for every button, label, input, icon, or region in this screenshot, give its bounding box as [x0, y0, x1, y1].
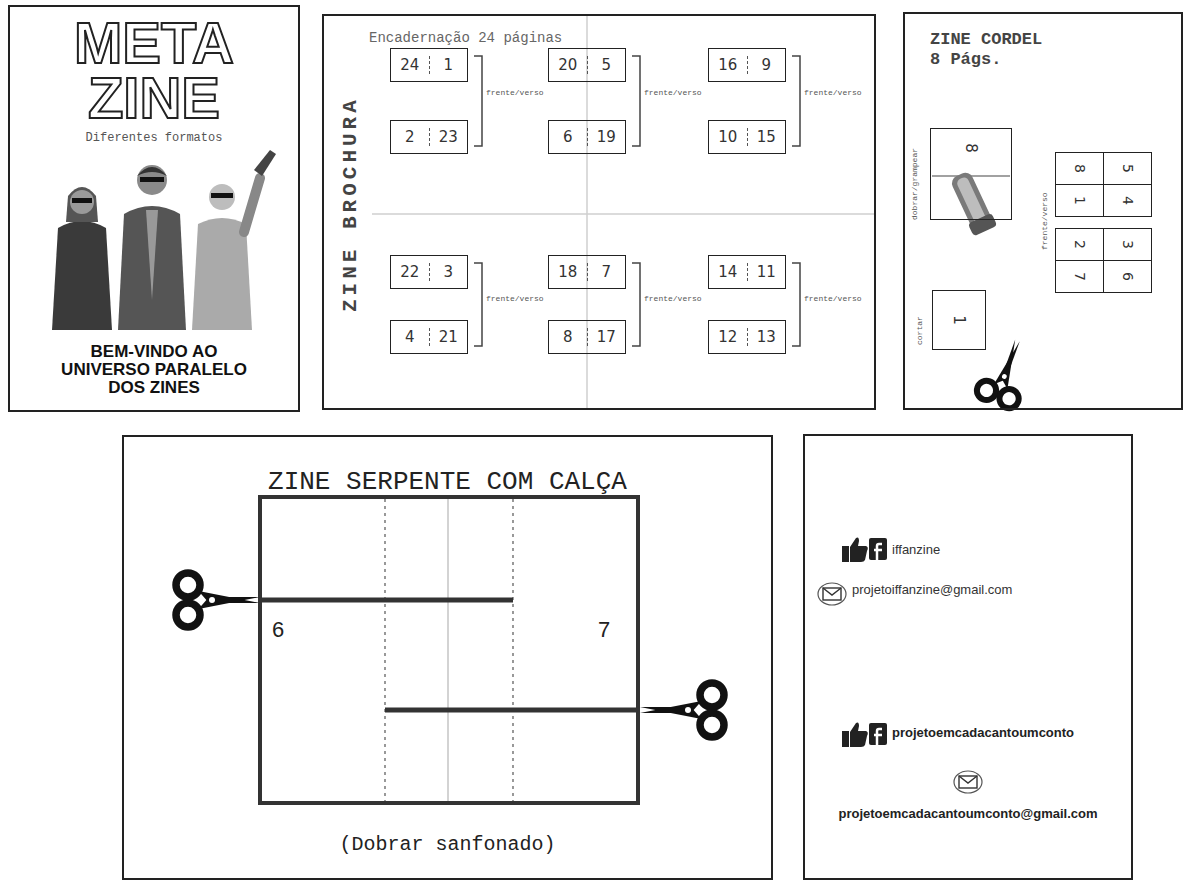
- page-number: 5: [588, 56, 626, 74]
- cover-title: META ZINE: [10, 15, 298, 125]
- grid-cell: 2: [1055, 228, 1104, 261]
- page-pair-box: 223: [390, 120, 468, 154]
- page-number: 6: [272, 617, 284, 643]
- cut-guides: [258, 499, 640, 801]
- page-pair-box: 421: [390, 320, 468, 354]
- page-number: 7: [598, 617, 610, 643]
- cover-subtitle: Diferentes formatos: [10, 131, 298, 145]
- page-number: 8: [962, 143, 980, 153]
- panel-heading: ZINE BROCHURA: [338, 96, 363, 312]
- page-number: 10: [709, 128, 748, 146]
- stapler-symbol: [948, 169, 998, 236]
- page-number: 8: [1071, 164, 1088, 173]
- page-number: 4: [391, 328, 430, 346]
- fold-note: frente/verso: [486, 88, 544, 98]
- grid-cell: 6: [1103, 260, 1152, 293]
- grid-cell: 3: [1103, 228, 1152, 261]
- page-number: 18: [549, 263, 588, 281]
- email-address: projetoemcadacantoumconto@gmail.com: [805, 806, 1131, 822]
- contact-panel: iffanzine projetoiffanzine@gmail.com proje…: [803, 434, 1133, 880]
- page-pair-box: 817: [548, 320, 626, 354]
- page-pair-box: 169: [708, 48, 786, 82]
- scissors-symbol: [640, 683, 724, 737]
- cut-page-box: 1: [932, 290, 986, 350]
- page-number: 19: [588, 128, 626, 146]
- email-address: projetoiffanzine@gmail.com: [852, 582, 1012, 598]
- fold-note: frente/verso: [804, 294, 862, 304]
- page-pair-box: 223: [390, 255, 468, 289]
- sheet-outline: 67: [258, 495, 640, 805]
- page-number: 7: [588, 263, 626, 281]
- grid-cell: 7: [1055, 260, 1104, 293]
- page-number: 11: [748, 263, 786, 281]
- page-number: 8: [549, 328, 588, 346]
- folded-page-box: 8: [930, 128, 1012, 220]
- page-number: 20: [549, 56, 588, 74]
- cover-panel: META ZINE Diferentes formatosBEM-VINDO AO…: [8, 5, 300, 412]
- grid-cell: 4: [1103, 184, 1152, 217]
- panel-heading: ZINE SERPENTE COM CALÇA: [124, 467, 771, 498]
- facebook-like-icon: [842, 722, 887, 747]
- page-number: 6: [549, 128, 588, 146]
- fold-note: frente/verso: [486, 294, 544, 304]
- fold-note: frente/verso: [644, 88, 702, 98]
- page-brackets: [474, 56, 800, 346]
- page-number: 6: [1119, 272, 1136, 281]
- page-number: 9: [748, 56, 786, 74]
- facebook-like-icon: [842, 537, 887, 562]
- page-number: 24: [391, 56, 430, 74]
- page-number: 4: [1119, 196, 1136, 205]
- vertical-instruction: frente/verso: [1040, 192, 1050, 250]
- vertical-instruction: cortar: [915, 316, 925, 345]
- serpente-panel: ZINE SERPENTE COM CALÇA (Dobrar sanfonado…: [122, 435, 773, 880]
- page-number: 21: [430, 328, 468, 346]
- page-number: 3: [430, 263, 468, 281]
- fold-note: frente/verso: [804, 88, 862, 98]
- social-handle: iffanzine: [892, 542, 940, 558]
- panel-note: (Dobrar sanfonado): [124, 833, 771, 857]
- page-number: 5: [1119, 164, 1136, 173]
- mail-icon: [954, 771, 982, 793]
- page-pair-box: 1411: [708, 255, 786, 289]
- scissors-symbol: [974, 333, 1038, 411]
- page-pair-box: 1213: [708, 320, 786, 354]
- page-pair-box: 187: [548, 255, 626, 289]
- vertical-instruction: dobrar/grampear: [910, 148, 920, 220]
- panel-note: Encadernação 24 páginas: [369, 30, 562, 47]
- page-number: 14: [709, 263, 748, 281]
- page-number: 7: [1071, 272, 1088, 281]
- cover-figures: [52, 150, 276, 330]
- page-pair-box: 1015: [708, 120, 786, 154]
- page-number: 15: [748, 128, 786, 146]
- page-number: 2: [1071, 240, 1088, 249]
- fold-lines: [372, 16, 874, 408]
- page-number: 12: [709, 328, 748, 346]
- page-pair-box: 205: [548, 48, 626, 82]
- page-number: 3: [1119, 240, 1136, 249]
- page-number: 2: [391, 128, 430, 146]
- fold-note: frente/verso: [644, 294, 702, 304]
- brochure-panel: Encadernação 24 páginasZINE BROCHURA2412…: [322, 14, 876, 410]
- social-handle: projetoemcadacantoumconto: [892, 725, 1074, 741]
- scissors-symbol: [176, 573, 260, 627]
- grid-cell: 5: [1103, 152, 1152, 185]
- page-pair-box: 241: [390, 48, 468, 82]
- page-number: 1: [430, 56, 468, 74]
- page-number: 1: [950, 315, 968, 325]
- page-pair-box: 619: [548, 120, 626, 154]
- mail-icon: [818, 583, 846, 605]
- grid-cell: 8: [1055, 152, 1104, 185]
- cover-tagline: BEM-VINDO AO UNIVERSO PARALELO DOS ZINES: [60, 343, 248, 397]
- page-number: 1: [1071, 196, 1088, 205]
- page-number: 17: [588, 328, 626, 346]
- panel-heading: ZINE CORDEL 8 Págs.: [930, 30, 1058, 69]
- grid-cell: 1: [1055, 184, 1104, 217]
- page-number: 22: [391, 263, 430, 281]
- page-number: 16: [709, 56, 748, 74]
- page-number: 13: [748, 328, 786, 346]
- page-number: 23: [430, 128, 468, 146]
